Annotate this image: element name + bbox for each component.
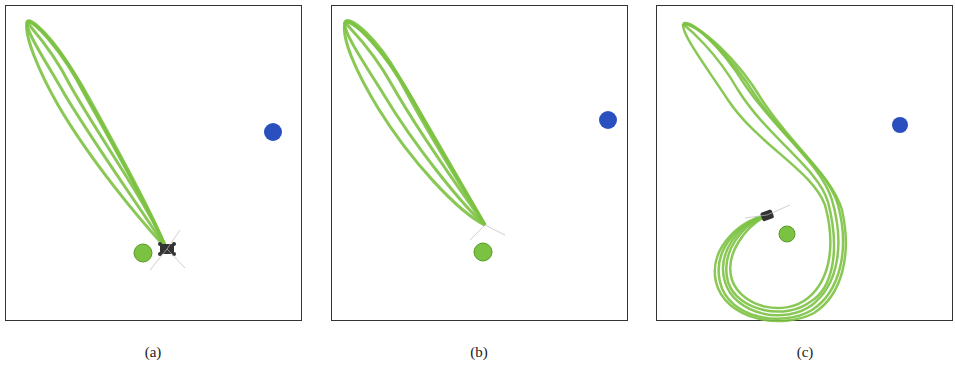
panel-label: (c) (797, 344, 814, 361)
robot-icon (158, 209, 774, 256)
panel-frame (332, 6, 628, 321)
panel-label: (a) (145, 344, 162, 361)
obstacle-and-goal (134, 111, 908, 262)
panel-label: (b) (470, 344, 488, 361)
trajectory-bundle (683, 23, 846, 321)
sensor-rays (150, 205, 790, 270)
panel-frame (657, 6, 953, 321)
panel-frame (6, 6, 302, 321)
trajectory-bundle (27, 21, 166, 248)
trajectory-bundle (344, 21, 485, 225)
